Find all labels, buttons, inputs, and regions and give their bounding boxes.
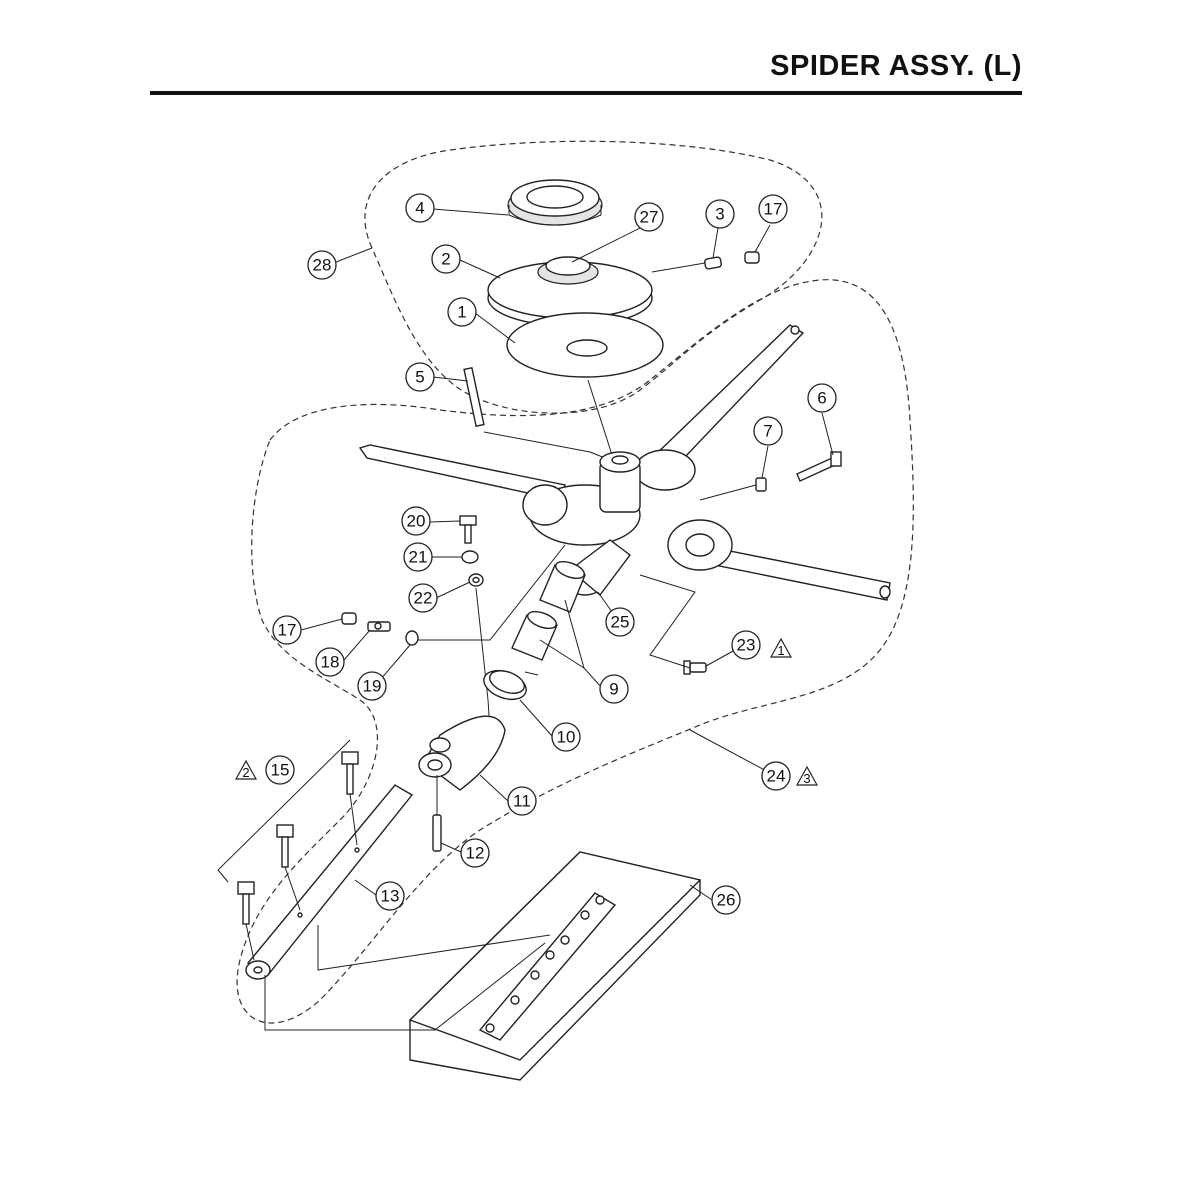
part-19-washer <box>405 630 419 646</box>
svg-text:11: 11 <box>513 792 531 811</box>
part-17-cap-left <box>341 612 357 625</box>
svg-text:26: 26 <box>717 891 736 910</box>
part-10-spring <box>483 669 539 701</box>
callout-7: 7 <box>753 416 783 446</box>
svg-text:23: 23 <box>737 636 756 655</box>
svg-text:5: 5 <box>415 368 424 387</box>
callout-1: 1 <box>447 297 477 327</box>
callout-12: 12 <box>460 838 490 868</box>
note-flag-2: 2 <box>234 759 258 780</box>
svg-text:20: 20 <box>407 512 426 531</box>
svg-text:6: 6 <box>817 389 826 408</box>
svg-text:24: 24 <box>767 767 786 786</box>
callout-23: 23 <box>731 630 761 660</box>
callout-27: 27 <box>634 202 664 232</box>
svg-text:17: 17 <box>278 621 297 640</box>
svg-text:12: 12 <box>466 844 485 863</box>
svg-text:22: 22 <box>414 589 433 608</box>
callout-17-top: 17 <box>758 194 788 224</box>
note-flag-3: 3 <box>795 765 819 786</box>
callout-9: 9 <box>599 674 629 704</box>
svg-text:1: 1 <box>777 643 784 658</box>
callout-5: 5 <box>405 362 435 392</box>
title-rule <box>150 91 1022 95</box>
svg-text:9: 9 <box>609 680 618 699</box>
svg-text:19: 19 <box>363 677 382 696</box>
svg-text:27: 27 <box>640 208 659 227</box>
svg-text:3: 3 <box>715 205 724 224</box>
part-6-bolt <box>796 451 842 482</box>
page-title: SPIDER ASSY. (L) <box>770 50 1022 82</box>
part-9-bushings <box>511 560 586 661</box>
part-17-cap-top <box>744 251 760 264</box>
svg-text:13: 13 <box>381 887 400 906</box>
svg-text:15: 15 <box>271 761 290 780</box>
callout-17-left: 17 <box>272 615 302 645</box>
callout-13: 13 <box>375 881 405 911</box>
svg-text:25: 25 <box>611 613 630 632</box>
upper-assembly-boundary <box>364 140 823 414</box>
callout-25: 25 <box>605 607 635 637</box>
callout-19: 19 <box>357 671 387 701</box>
svg-text:10: 10 <box>557 728 576 747</box>
svg-text:21: 21 <box>409 548 428 567</box>
svg-text:18: 18 <box>321 653 340 672</box>
callout-22: 22 <box>408 583 438 613</box>
callout-10: 10 <box>551 722 581 752</box>
part-20-bolt <box>459 515 477 544</box>
callout-18: 18 <box>315 647 345 677</box>
spider-hub <box>358 324 891 601</box>
svg-text:2: 2 <box>242 765 249 780</box>
part-7-nut <box>755 477 767 492</box>
part-2-flange <box>487 256 653 327</box>
callout-26: 26 <box>711 885 741 915</box>
callout-28: 28 <box>307 250 337 280</box>
callout-4: 4 <box>405 193 435 223</box>
part-21-nut <box>461 550 479 564</box>
svg-text:1: 1 <box>457 303 466 322</box>
part-22-washer <box>468 573 484 587</box>
callout-21: 21 <box>403 542 433 572</box>
callout-6: 6 <box>807 383 837 413</box>
note-flag-1: 1 <box>769 637 793 658</box>
part-18-fitting <box>367 621 391 632</box>
part-4-seal <box>507 179 603 226</box>
callout-15: 15 <box>265 755 295 785</box>
callout-11: 11 <box>507 786 537 816</box>
callout-24: 24 <box>761 761 791 791</box>
part-13-shaft <box>245 784 414 980</box>
svg-text:2: 2 <box>441 250 450 269</box>
svg-text:4: 4 <box>415 199 424 218</box>
svg-text:7: 7 <box>763 422 772 441</box>
lower-assembly-boundary <box>236 279 914 1024</box>
part-1-disc <box>506 312 664 378</box>
svg-text:28: 28 <box>313 256 332 275</box>
part-5-pin <box>463 366 485 428</box>
callout-2: 2 <box>431 244 461 274</box>
part-26-plate <box>408 851 702 1081</box>
svg-text:17: 17 <box>764 200 783 219</box>
svg-text:3: 3 <box>803 771 810 786</box>
part-3-set-screw <box>704 256 722 270</box>
callout-3: 3 <box>705 199 735 229</box>
part-11-bracket <box>418 715 506 791</box>
callout-20: 20 <box>401 506 431 536</box>
part-12-pin <box>432 814 442 852</box>
